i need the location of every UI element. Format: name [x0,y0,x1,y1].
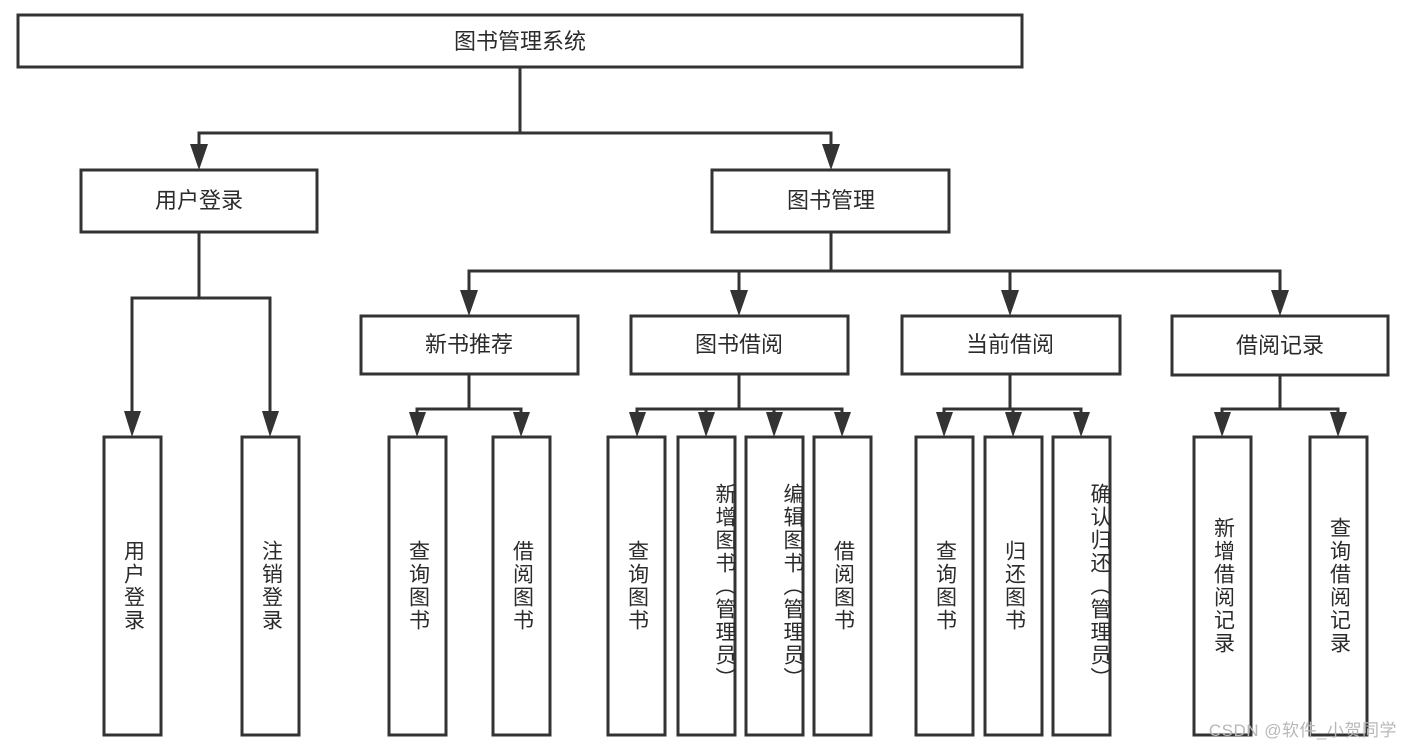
node-leaf-borrow-book-2-box[interactable] [812,435,873,737]
node-book-manage-box[interactable] [710,168,951,234]
node-user-login-box[interactable] [79,168,319,234]
node-current-borrow-label: 当前借阅 [966,332,1054,357]
arrow-user-login [190,144,208,170]
arrow-current-borrow [1001,290,1019,316]
node-new-book-recommend-box[interactable] [359,314,580,376]
node-root-label: 图书管理系统 [454,29,586,54]
arrow-book-borrow [730,290,748,316]
node-leaf-query-book-3-box[interactable] [914,435,975,737]
node-book-manage[interactable]: 图书管理 [710,168,951,234]
node-leaf-query-record-box[interactable] [1308,435,1369,737]
node-leaf-query-book-2-box[interactable] [606,435,667,737]
node-leaf-user-login-box[interactable] [102,435,163,737]
csdn-watermark: CSDN @软件_小贺同学 [1208,721,1397,740]
node-new-book-recommend[interactable]: 新书推荐 [359,314,580,376]
arrow-leaf-query-book-3 [936,412,953,437]
node-leaf-confirm-return-box[interactable] [1051,435,1112,737]
node-leaf-return-book-box[interactable] [983,435,1044,737]
arrow-leaf-confirm-return [1073,412,1090,437]
arrow-leaf-add-book [698,412,715,437]
arrow-leaf-borrow-book-1 [513,412,530,437]
connector-layer [124,65,1347,437]
node-borrow-record[interactable]: 借阅记录 [1170,314,1390,377]
arrow-book-manage [822,144,840,170]
arrow-leaf-logout-login [262,411,279,437]
arrow-leaf-query-book-2 [629,412,646,437]
arrow-leaf-add-record [1214,412,1231,437]
arrow-leaf-edit-book [766,412,783,437]
arrow-leaf-query-record [1330,412,1347,437]
node-user-login[interactable]: 用户登录 [79,168,319,234]
node-book-borrow[interactable]: 图书借阅 [629,314,850,376]
node-book-borrow-box[interactable] [629,314,850,376]
arrow-new-book-recommend [460,290,478,316]
node-user-login-label: 用户登录 [155,188,243,213]
node-root-box[interactable] [16,13,1024,69]
node-root[interactable]: 图书管理系统 [16,13,1024,69]
node-leaf-borrow-book-1-box[interactable] [491,435,552,737]
node-book-borrow-label: 图书借阅 [695,332,783,357]
node-book-manage-label: 图书管理 [787,188,875,213]
arrow-leaf-return-book [1005,412,1022,437]
node-leaf-logout-login-box[interactable] [240,435,301,737]
leaf-box-layer [102,435,1369,737]
arrow-leaf-query-book-1 [409,412,426,437]
node-current-borrow-box[interactable] [900,314,1122,376]
arrow-leaf-user-login [124,411,141,437]
node-new-book-recommend-label: 新书推荐 [425,332,513,357]
node-leaf-edit-book-box[interactable] [744,435,805,737]
arrow-leaf-borrow-book-2 [834,412,851,437]
node-leaf-query-book-1-box[interactable] [387,435,448,737]
node-borrow-record-label: 借阅记录 [1236,333,1324,358]
arrow-borrow-record [1271,290,1289,316]
node-leaf-add-record-box[interactable] [1192,435,1253,737]
node-leaf-add-book-box[interactable] [676,435,737,737]
node-current-borrow[interactable]: 当前借阅 [900,314,1122,376]
node-borrow-record-box[interactable] [1170,314,1390,377]
